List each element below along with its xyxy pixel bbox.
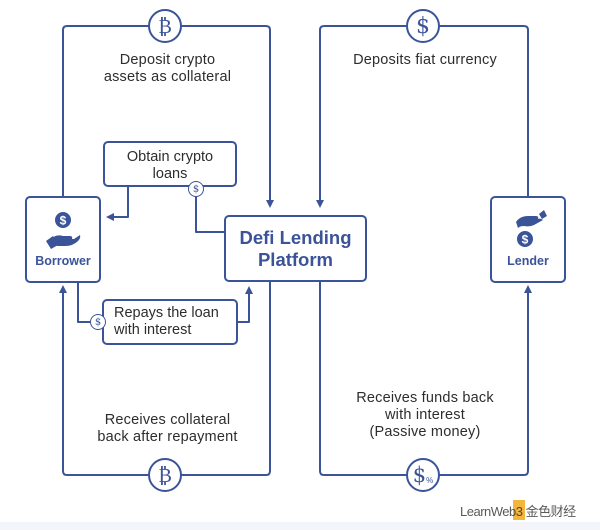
- obtain-loans-arrow: [106, 187, 129, 221]
- watermark-accent-icon: [513, 500, 525, 520]
- label-line: back after repayment: [97, 429, 238, 445]
- dollar-coin-icon: $: [90, 314, 106, 330]
- box-line: with interest: [114, 322, 192, 338]
- percent-symbol: %: [426, 475, 434, 485]
- box-line: Repays the loan: [114, 305, 219, 321]
- dollar-percent-coin-icon: $%: [406, 458, 440, 492]
- label-line: Deposits fiat currency: [353, 52, 497, 68]
- lender-label: Lender: [507, 254, 549, 268]
- label-line: Receives collateral: [104, 412, 231, 428]
- bitcoin-coin-icon: ₿: [148, 9, 182, 43]
- funds-return-line: [319, 282, 532, 476]
- dollar-symbol: $: [94, 316, 102, 328]
- footer-bar: [0, 522, 600, 530]
- obtain-loans-box: Obtain crypto loans: [103, 141, 237, 187]
- dollar-coin-icon: $: [406, 9, 440, 43]
- dollar-symbol: $: [412, 463, 427, 487]
- deposits-fiat-label: Deposits fiat currency: [330, 52, 520, 69]
- dollar-symbol: $: [192, 183, 200, 195]
- receives-funds-label: Receives funds back with interest (Passi…: [330, 390, 520, 441]
- dollar-symbol: $: [416, 13, 430, 39]
- borrower-box: $ Borrower: [25, 196, 101, 283]
- defi-lending-platform-box: Defi Lending Platform: [224, 215, 367, 282]
- svg-text:$: $: [522, 233, 529, 247]
- label-line: assets as collateral: [103, 69, 232, 85]
- label-line: Receives funds back: [356, 390, 494, 406]
- deposit-collateral-label: Deposit crypto assets as collateral: [70, 52, 265, 86]
- svg-text:$: $: [60, 214, 67, 228]
- borrower-label: Borrower: [35, 254, 91, 268]
- box-line: Obtain crypto: [126, 149, 214, 165]
- bitcoin-symbol: ₿: [158, 462, 172, 487]
- label-line: (Passive money): [369, 424, 481, 440]
- repays-arrow: [238, 286, 253, 323]
- obtain-loans-link: [195, 196, 224, 233]
- hand-holding-dollar-icon: $: [46, 212, 81, 249]
- repays-loan-box: Repays the loan with interest: [102, 299, 238, 345]
- hand-giving-dollar-icon: $: [516, 210, 547, 247]
- dollar-coin-icon: $: [188, 181, 204, 197]
- label-line: with interest: [385, 407, 465, 423]
- lender-box: $ Lender: [490, 196, 566, 283]
- watermark-text: LearnWeb3 金色财经: [460, 504, 576, 519]
- platform-title-line: Defi Lending: [239, 226, 352, 248]
- bitcoin-symbol: ₿: [158, 13, 172, 38]
- label-line: Deposit crypto: [119, 52, 216, 68]
- receives-collateral-label: Receives collateral back after repayment: [70, 412, 265, 446]
- repays-link: [77, 283, 90, 323]
- bitcoin-coin-icon: ₿: [148, 458, 182, 492]
- watermark: LearnWeb3 金色财经: [458, 496, 600, 526]
- platform-title-line: Platform: [257, 248, 334, 270]
- box-line: loans: [152, 166, 188, 182]
